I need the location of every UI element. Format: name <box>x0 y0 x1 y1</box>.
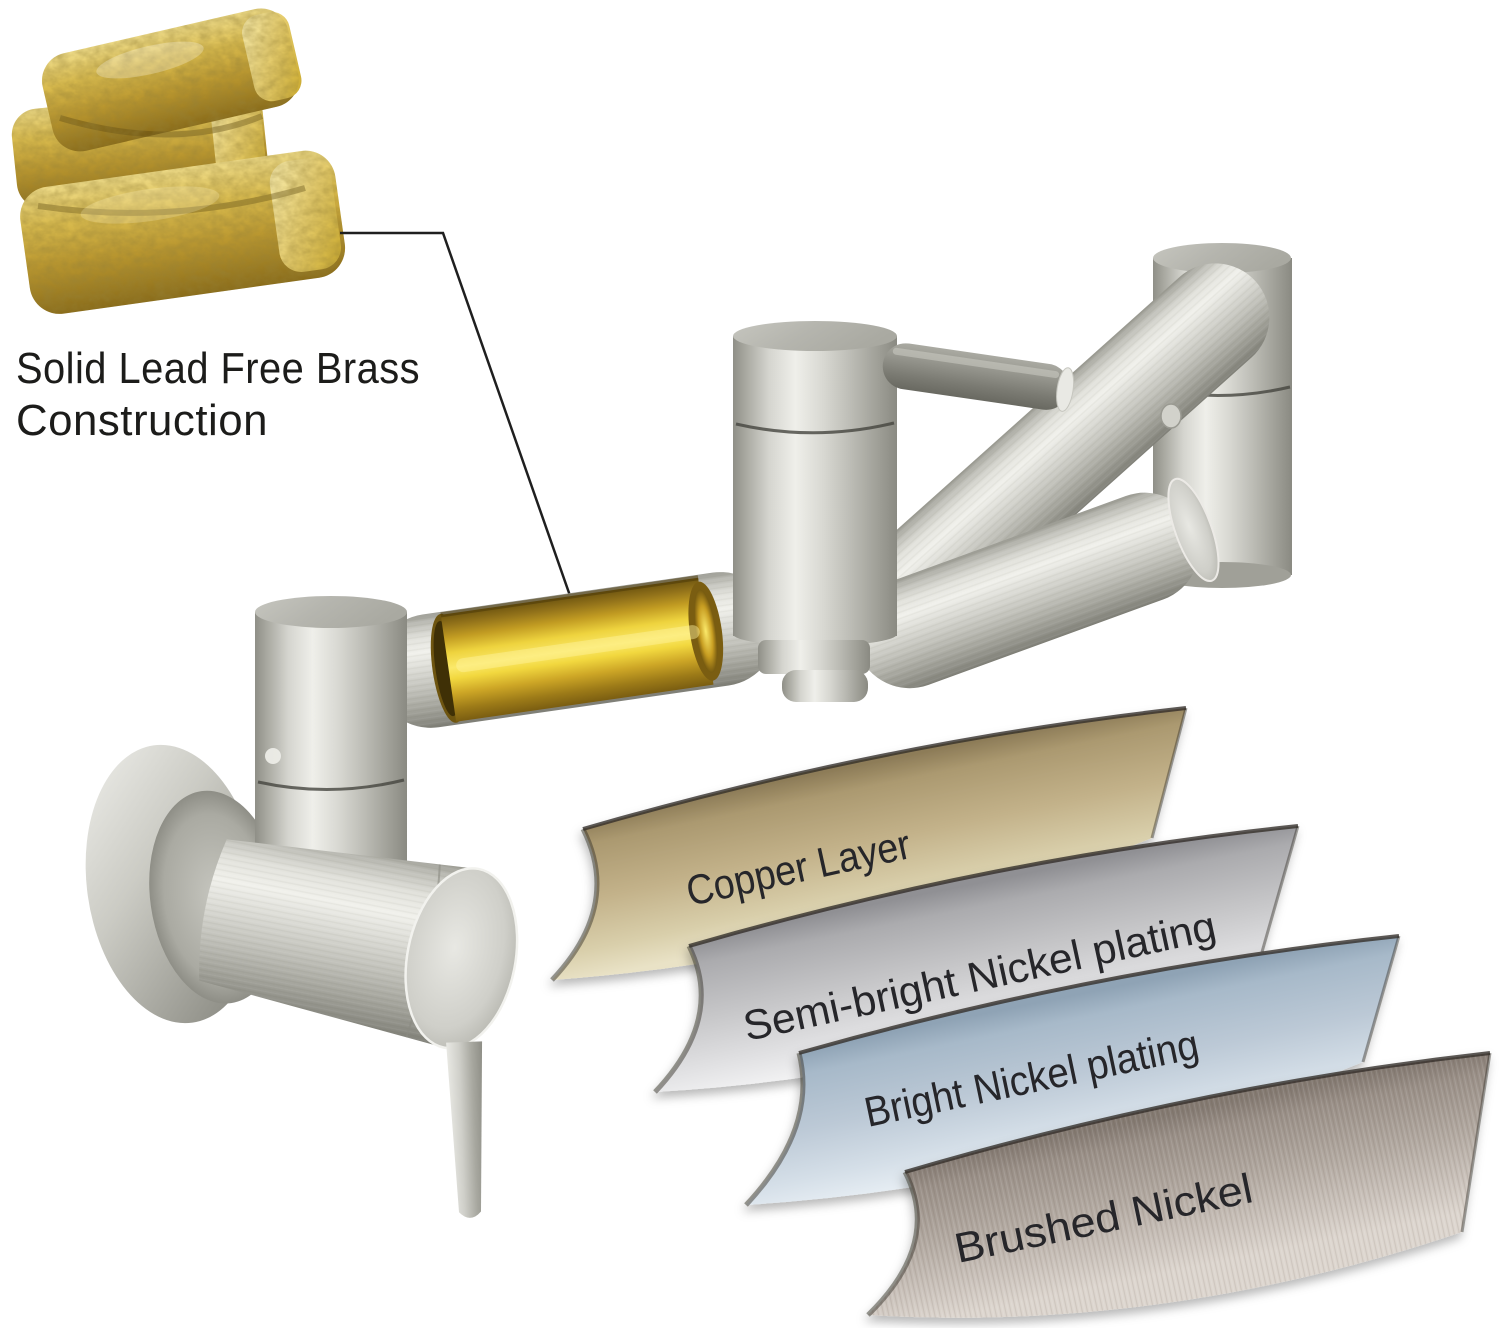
arm-lower-right <box>854 477 1220 689</box>
layer-ribbon-brushed-nickel: Brushed Nickel <box>866 1051 1492 1318</box>
callout-leader-line <box>340 231 584 631</box>
spout-outlet-nub <box>758 640 870 702</box>
arm-end-cap <box>1167 477 1220 583</box>
pivot-pin <box>1160 403 1182 429</box>
plating-layers: Copper Layer Semi-bright Nickel plating … <box>550 706 1492 1318</box>
handle-tip <box>1056 367 1075 412</box>
pot-filler-faucet <box>85 243 1292 1218</box>
valve-body <box>199 839 519 1050</box>
left-swivel-joint <box>255 596 407 866</box>
stick-handle <box>882 343 1075 412</box>
center-spout-joint <box>733 321 897 702</box>
brass-core-cutaway <box>430 575 724 723</box>
brushed-texture <box>868 1053 1490 1318</box>
lever-handle <box>446 1041 483 1218</box>
ingot-texture <box>9 2 349 318</box>
brass-ingots-image <box>9 2 349 318</box>
callout-title-line1: Solid Lead Free Brass <box>16 344 420 393</box>
ingot-highlight <box>96 41 204 79</box>
joint-seam <box>257 778 405 792</box>
arm-upper-diagonal <box>854 263 1270 647</box>
valve-cap <box>404 867 519 1050</box>
ingot-highlight <box>80 186 220 224</box>
joint-seam <box>735 421 895 435</box>
layer-ribbon-copper: Copper Layer <box>550 706 1188 982</box>
arm-lower-with-cutaway <box>374 572 777 728</box>
pivot-pin <box>265 748 281 764</box>
callout-title-line2: Construction <box>16 396 268 445</box>
